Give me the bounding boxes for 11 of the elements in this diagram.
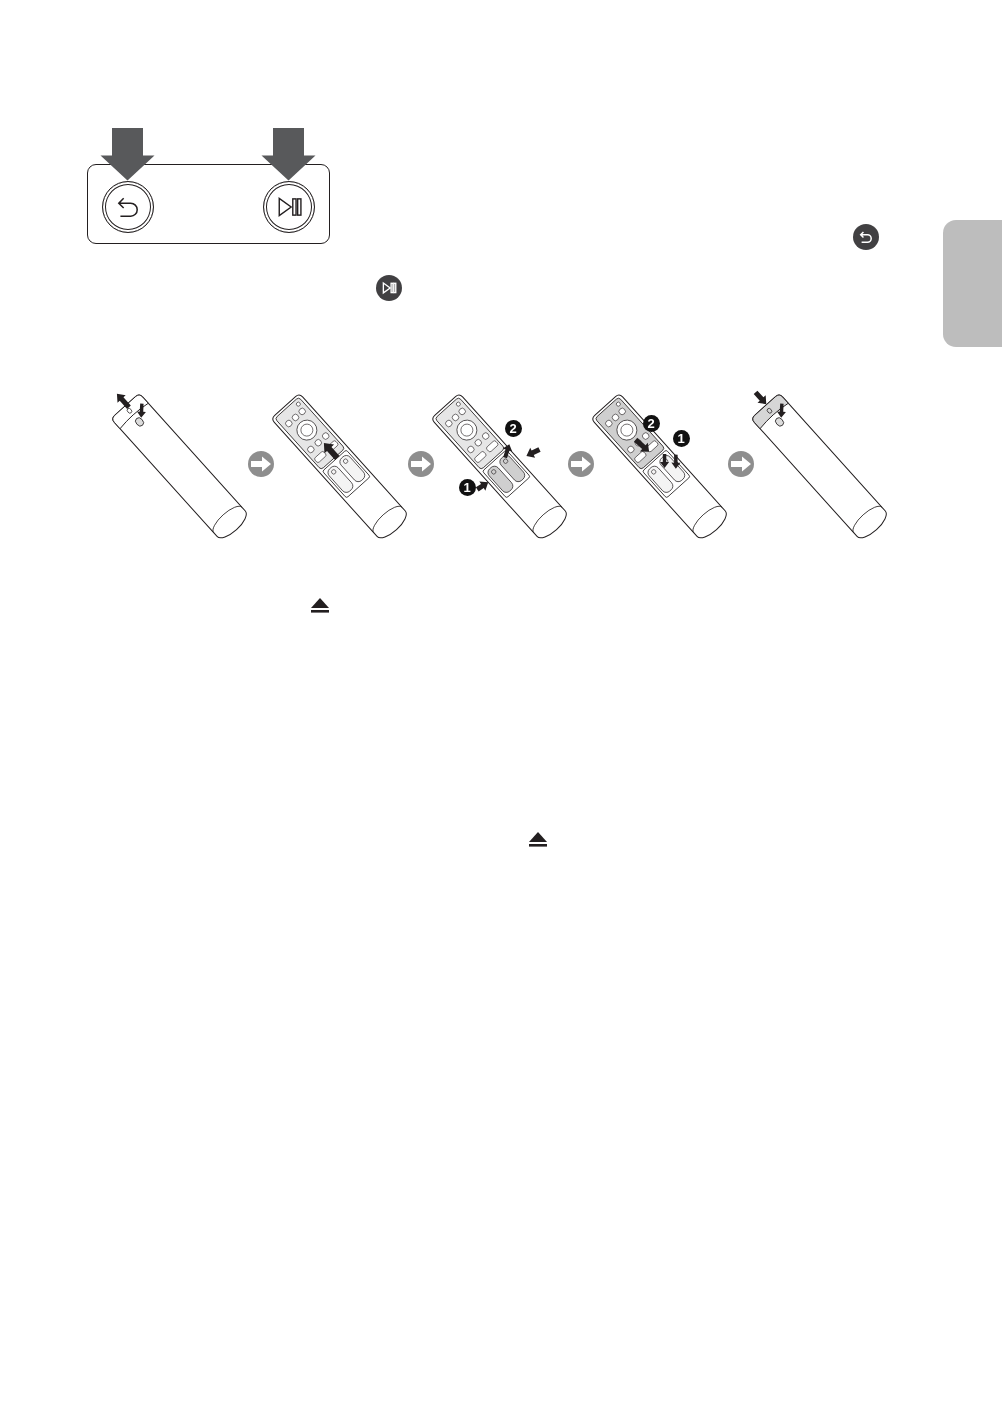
callout-number: 2 (504, 419, 522, 437)
side-tab (943, 220, 1002, 347)
arrow (571, 456, 591, 472)
arrow (261, 128, 316, 181)
arrow (100, 128, 155, 181)
arrow (411, 456, 431, 472)
arrow (251, 456, 271, 472)
callout-number: 1 (458, 478, 476, 496)
arrow (731, 456, 751, 472)
button-panel (87, 164, 330, 244)
callout-number: 1 (672, 429, 690, 447)
